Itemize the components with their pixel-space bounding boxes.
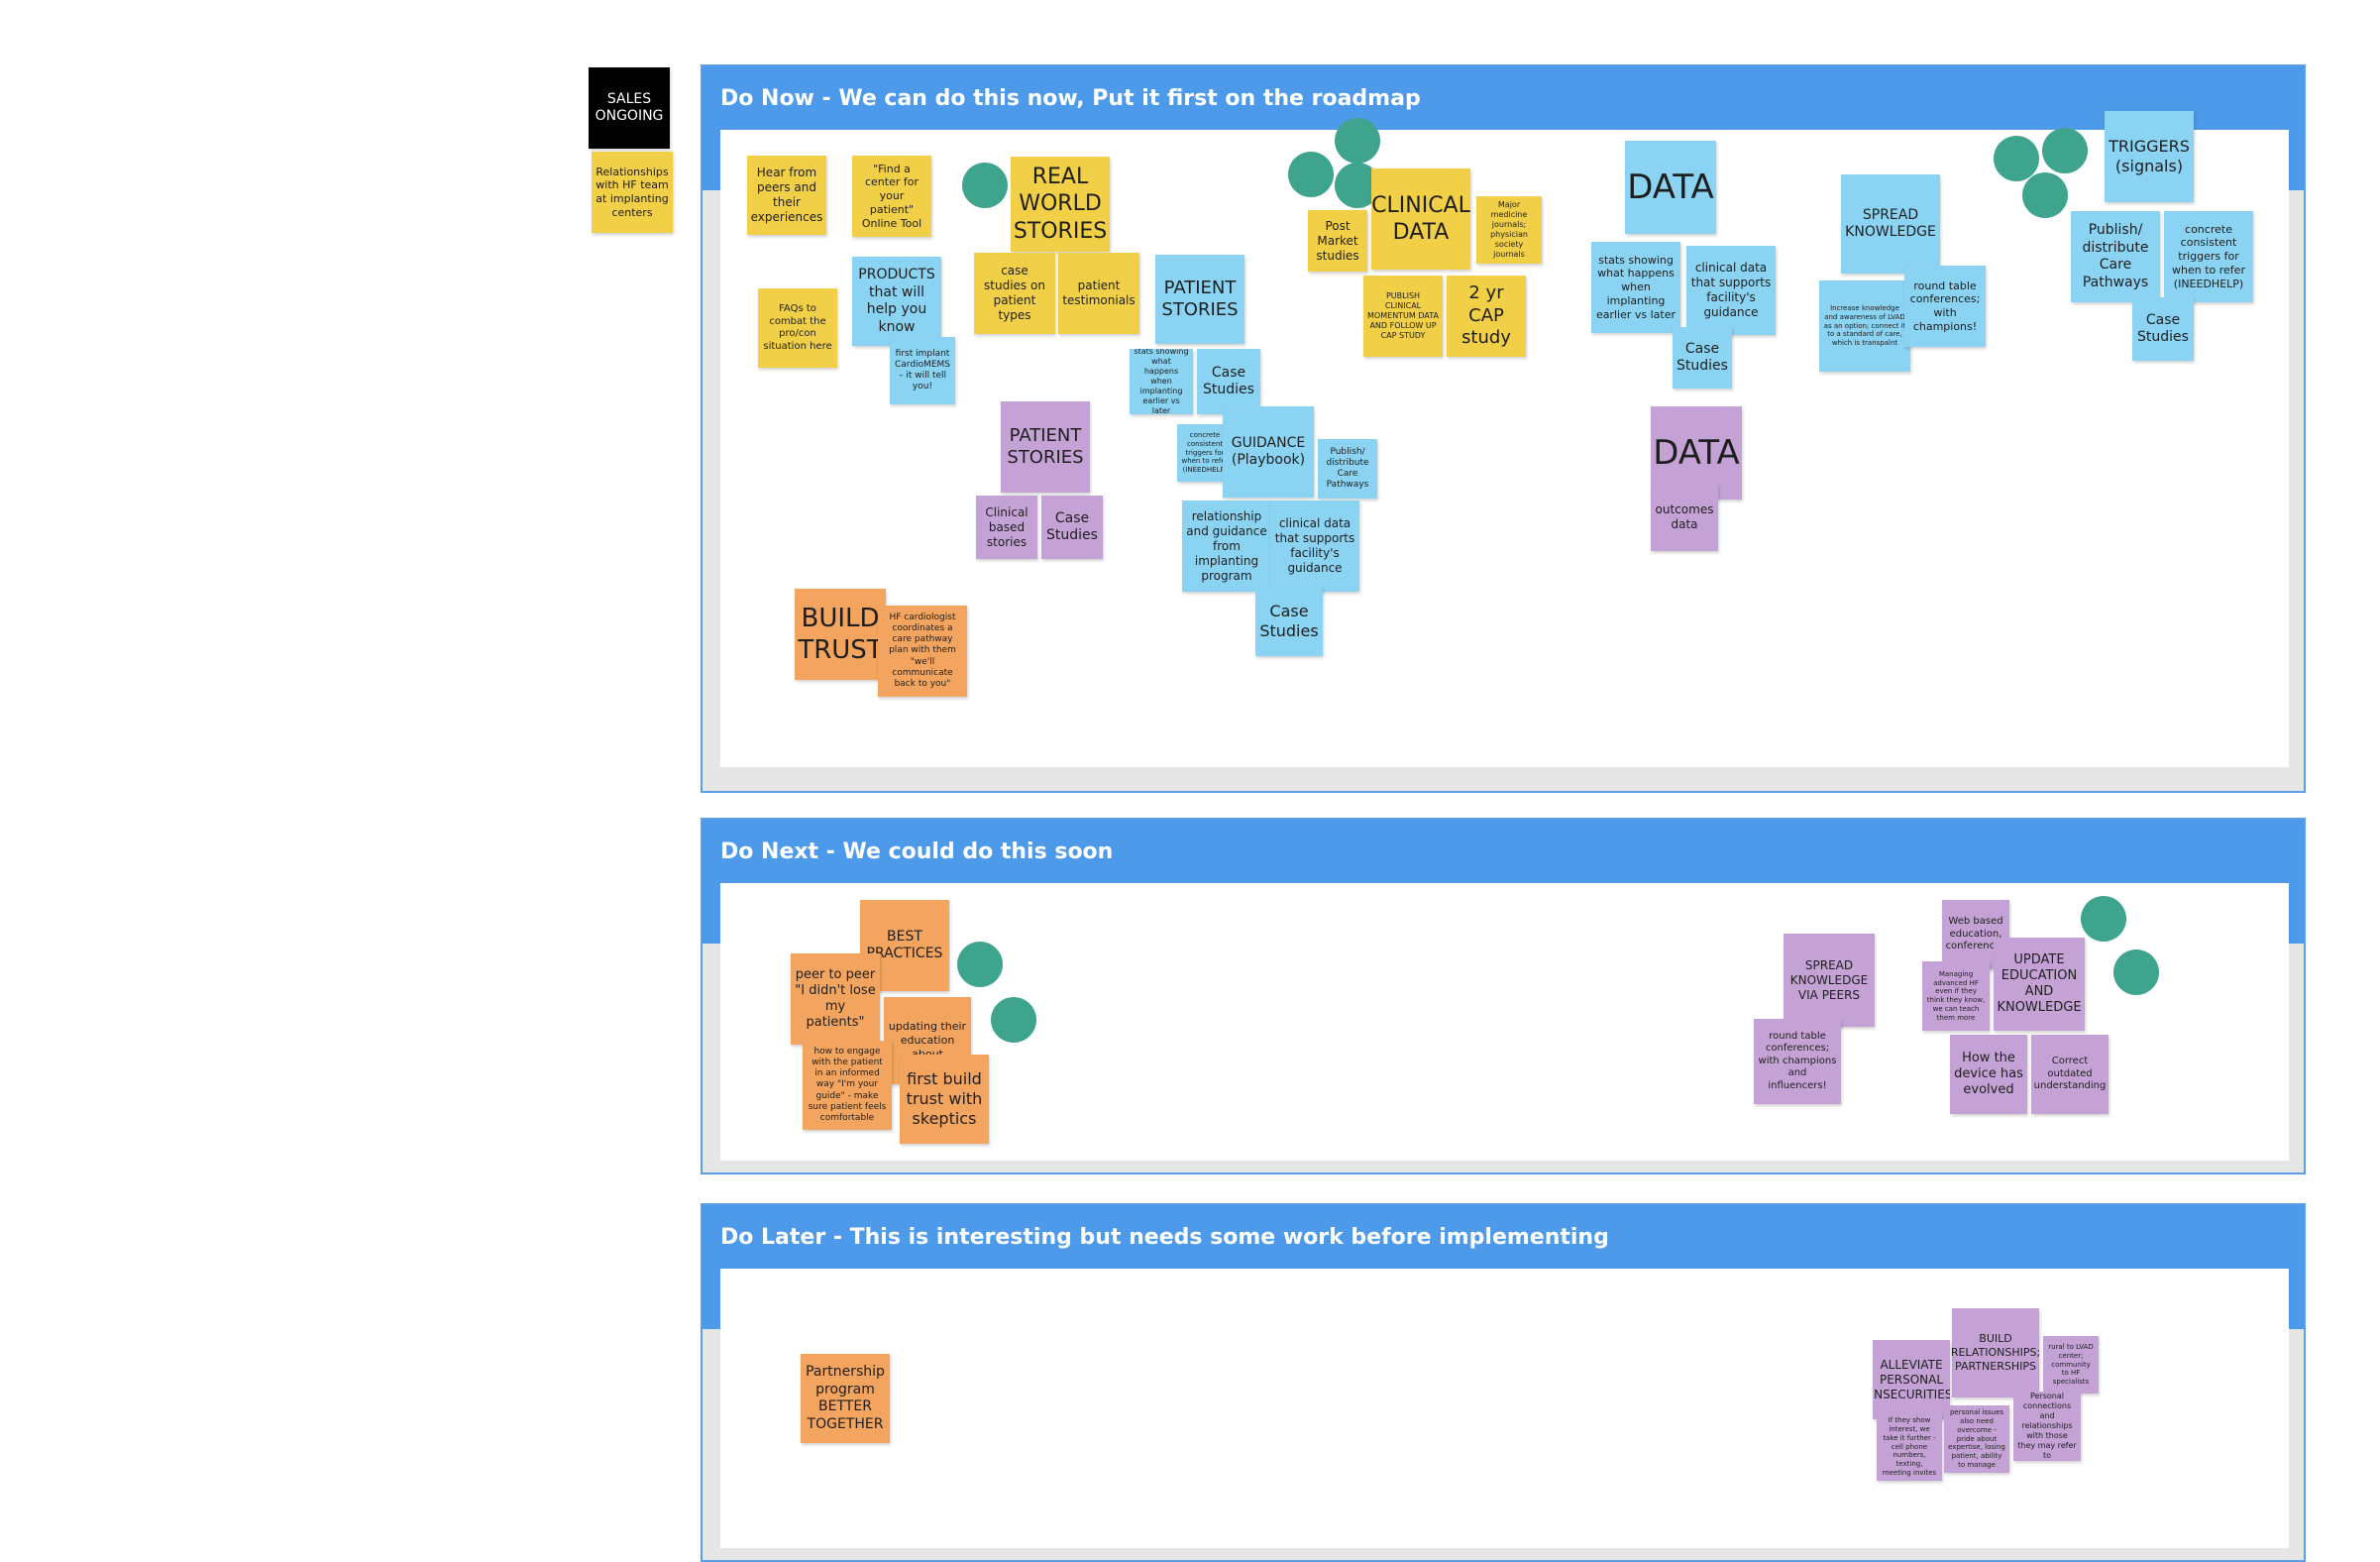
sticky-case-studies-purple[interactable]: Case Studies xyxy=(1041,496,1103,559)
sticky-guidance-playbook[interactable]: GUIDANCE (Playbook) xyxy=(1223,406,1314,498)
sticky-patient-stories-purple[interactable]: PATIENT STORIES xyxy=(1001,401,1090,493)
sticky-alleviate-insecurities[interactable]: ALLEVIATE PERSONAL INSECURITIES xyxy=(1873,1340,1950,1419)
sticky-patient-testimonials[interactable]: patient testimonials xyxy=(1058,253,1139,334)
sticky-case-studies-triggers[interactable]: Case Studies xyxy=(2132,297,2194,361)
sticky-personal-issues[interactable]: personal issues also need overcome - pri… xyxy=(1944,1405,2009,1473)
sticky-how-to-engage[interactable]: how to engage with the patient in an inf… xyxy=(803,1041,892,1130)
do-later-title: Do Later - This is interesting but needs… xyxy=(720,1225,1609,1250)
sticky-case-studies-blue2[interactable]: Case Studies xyxy=(1255,587,1323,656)
sticky-web-based-education[interactable]: Web based education, conferences xyxy=(1942,900,2009,969)
teal-dot[interactable] xyxy=(1994,136,2039,181)
relationships-note[interactable]: Relationships with HF team at implanting… xyxy=(592,152,673,233)
teal-dot[interactable] xyxy=(1288,152,1334,197)
sticky-hf-cardiologist[interactable]: HF cardiologist coordinates a care pathw… xyxy=(878,606,967,697)
sticky-clinical-based-stories[interactable]: Clinical based stories xyxy=(976,496,1037,559)
sticky-real-world-stories[interactable]: REAL WORLD STORIES xyxy=(1011,157,1110,252)
sticky-managing-advanced-hf[interactable]: Managing advanced HF even if they think … xyxy=(1922,961,1990,1031)
sticky-find-center[interactable]: "Find a center for your patient" Online … xyxy=(852,156,931,237)
sticky-publish-distribute-pathways[interactable]: Publish/ distribute Care Pathways xyxy=(2071,211,2160,302)
sticky-2yr-cap-study[interactable]: 2 yr CAP study xyxy=(1447,276,1526,357)
sticky-build-relationships[interactable]: BUILD RELATIONSHIPS; PARTNERSHIPS xyxy=(1952,1308,2039,1397)
sticky-triggers-signals[interactable]: TRIGGERS (signals) xyxy=(2105,111,2194,202)
sales-ongoing-label[interactable]: SALES ONGOING xyxy=(589,67,670,149)
sticky-first-build-trust[interactable]: first build trust with skeptics xyxy=(900,1055,989,1144)
sticky-partnership-program[interactable]: Partnership program BETTER TOGETHER xyxy=(801,1354,890,1443)
sticky-clinical-data-data[interactable]: clinical data that supports facility's g… xyxy=(1686,246,1776,335)
teal-dot[interactable] xyxy=(957,942,1003,987)
sticky-major-medicine-journals[interactable]: Major medicine journals; physician socie… xyxy=(1476,196,1542,264)
sticky-concrete-triggers[interactable]: concrete consistent triggers for when to… xyxy=(2164,211,2253,302)
do-now-title: Do Now - We can do this now, Put it firs… xyxy=(720,86,1421,111)
sticky-post-market-studies[interactable]: Post Market studies xyxy=(1308,210,1367,272)
sticky-stats-showing-data[interactable]: stats showing what happens when implanti… xyxy=(1591,242,1680,333)
teal-dot[interactable] xyxy=(2113,949,2159,995)
sticky-build-trust[interactable]: BUILD TRUST xyxy=(795,589,886,680)
teal-dot[interactable] xyxy=(962,163,1008,208)
sticky-data-blue[interactable]: DATA xyxy=(1625,141,1716,234)
sticky-stats-showing-small[interactable]: stats showing what happens when implanti… xyxy=(1130,349,1193,414)
sticky-peer-to-peer[interactable]: peer to peer "I didn't lose my patients" xyxy=(791,953,880,1045)
sticky-case-studies-blue1[interactable]: Case Studies xyxy=(1197,349,1260,414)
sticky-if-they-show-interest[interactable]: If they show interest, we take it furthe… xyxy=(1877,1413,1942,1481)
sticky-clinical-data-supports[interactable]: clinical data that supports facility's g… xyxy=(1270,501,1359,592)
sticky-patient-stories-blue[interactable]: PATIENT STORIES xyxy=(1155,255,1244,344)
sticky-hear-from-peers[interactable]: Hear from peers and their experiences xyxy=(747,156,826,235)
sticky-publish-distribute-small[interactable]: Publish/ distribute Care Pathways xyxy=(1318,439,1377,499)
sticky-first-implant[interactable]: first implant CardioMEMS – it will tell … xyxy=(890,337,955,404)
teal-dot[interactable] xyxy=(2042,128,2088,173)
sticky-update-education[interactable]: UPDATE EDUCATION AND KNOWLEDGE xyxy=(1994,938,2085,1031)
sticky-correct-outdated[interactable]: Correct outdated understanding xyxy=(2031,1035,2109,1114)
sticky-relationship-guidance[interactable]: relationship and guidance from implantin… xyxy=(1182,501,1271,592)
sticky-faqs[interactable]: FAQs to combat the pro/con situation her… xyxy=(758,288,837,368)
sticky-spread-knowledge[interactable]: SPREAD KNOWLEDGE xyxy=(1841,174,1940,274)
sticky-publish-clinical-momentum[interactable]: PUBLISH CLINICAL MOMENTUM DATA AND FOLLO… xyxy=(1363,276,1443,357)
teal-dot[interactable] xyxy=(2081,896,2126,942)
sticky-case-studies-patient-types[interactable]: case studies on patient types xyxy=(974,253,1055,334)
sticky-personal-connections[interactable]: Personal connections and relationships w… xyxy=(2013,1392,2081,1461)
sticky-clinical-data-yellow[interactable]: CLINICAL DATA xyxy=(1371,168,1470,270)
sticky-spread-knowledge-peers[interactable]: SPREAD KNOWLEDGE VIA PEERS xyxy=(1784,934,1875,1027)
sticky-round-table-blue[interactable]: round table conferences; with champions! xyxy=(1904,266,1986,347)
do-next-title: Do Next - We could do this soon xyxy=(720,839,1114,864)
sticky-outcomes-data[interactable]: outcomes data xyxy=(1651,484,1718,551)
sticky-rural-to-lvad[interactable]: rural to LVAD center; community to HF sp… xyxy=(2043,1336,2099,1394)
sticky-increase-knowledge[interactable]: Increase knowledge and awareness of LVAD… xyxy=(1819,280,1910,372)
sticky-case-studies-data[interactable]: Case Studies xyxy=(1673,327,1732,389)
teal-dot[interactable] xyxy=(2022,172,2068,218)
teal-dot[interactable] xyxy=(1335,118,1380,164)
sticky-products[interactable]: PRODUCTS that will help you know xyxy=(852,257,941,346)
sticky-how-device-evolved[interactable]: How the device has evolved xyxy=(1950,1035,2027,1114)
sticky-round-table-purple[interactable]: round table conferences; with champions … xyxy=(1754,1019,1841,1104)
teal-dot[interactable] xyxy=(991,997,1036,1043)
